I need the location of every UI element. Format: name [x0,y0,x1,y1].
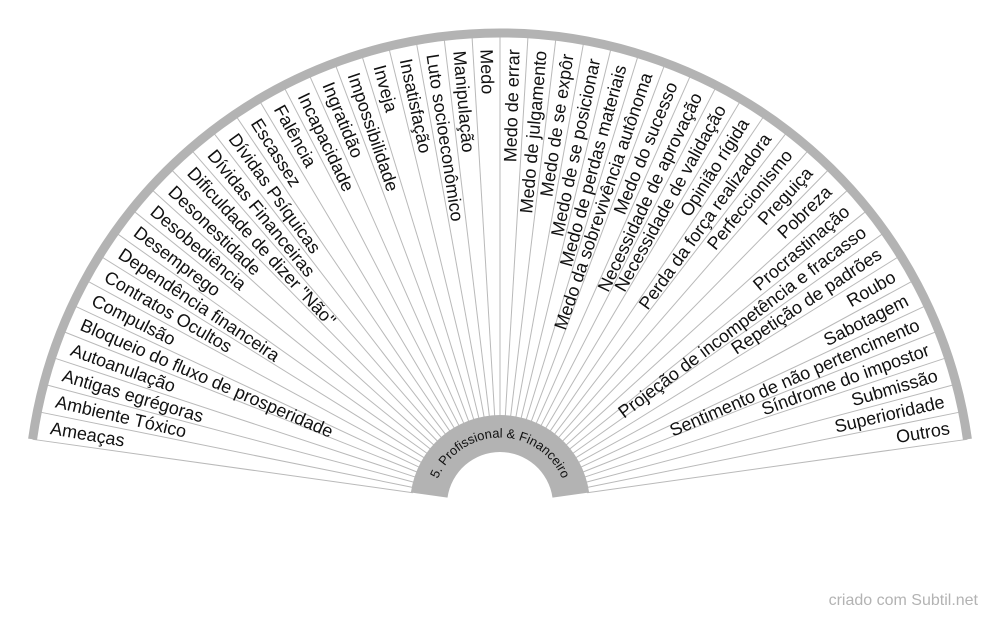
sector-divider [308,73,465,425]
sector-divider [583,356,949,478]
sector-divider [234,114,451,433]
sector-divider [282,85,461,428]
sector-divider [471,33,496,418]
sector-divider [520,46,613,420]
sector-divider [564,187,851,447]
hub-arc [410,415,590,498]
sector-divider [530,62,666,423]
sector-divider [258,99,456,430]
sector-divider [544,99,742,430]
segment-label-medo: Medo [476,49,497,95]
sector-dividers [32,33,968,494]
sector-divider [32,438,413,494]
sector-divider [360,53,475,422]
sector-divider [553,130,789,436]
sector-divider [114,231,429,455]
sector-divider [72,304,421,469]
sector-divider [577,279,916,464]
sector-divider [535,73,692,425]
sector-divider [51,356,417,478]
sector-divider [587,438,968,494]
sector-divider [557,148,811,439]
sector-divider [579,304,928,469]
sector-divider [584,383,957,483]
sector-divider [99,255,426,459]
sector-divider [37,411,414,489]
sector-divider [387,46,480,420]
sector-divider [149,187,436,447]
sector-divider [84,279,423,464]
sector-divider [211,130,447,436]
sector-divider [504,33,529,418]
sector-divider [443,36,491,418]
sector-divider [539,85,718,428]
sector-divider [61,330,419,473]
sector-divider [568,209,869,451]
credit-text: criado com Subtil.net [828,592,978,609]
sector-divider [334,62,470,423]
sector-divider [189,148,443,439]
sector-divider [415,40,485,419]
sector-divider [169,167,439,443]
sector-divider [515,40,585,419]
sector-divider [571,231,886,455]
sector-divider [574,255,901,459]
sector-divider [581,330,939,473]
sector-divider [43,383,416,483]
segment-label-medo-errar: Medo de errar [500,49,523,163]
sector-divider [549,114,766,433]
sector-divider [131,209,432,451]
sector-divider [586,411,963,489]
sector-divider [525,53,640,422]
outer-rim [28,28,972,440]
sector-divider [561,167,831,443]
sector-divider [509,36,557,418]
